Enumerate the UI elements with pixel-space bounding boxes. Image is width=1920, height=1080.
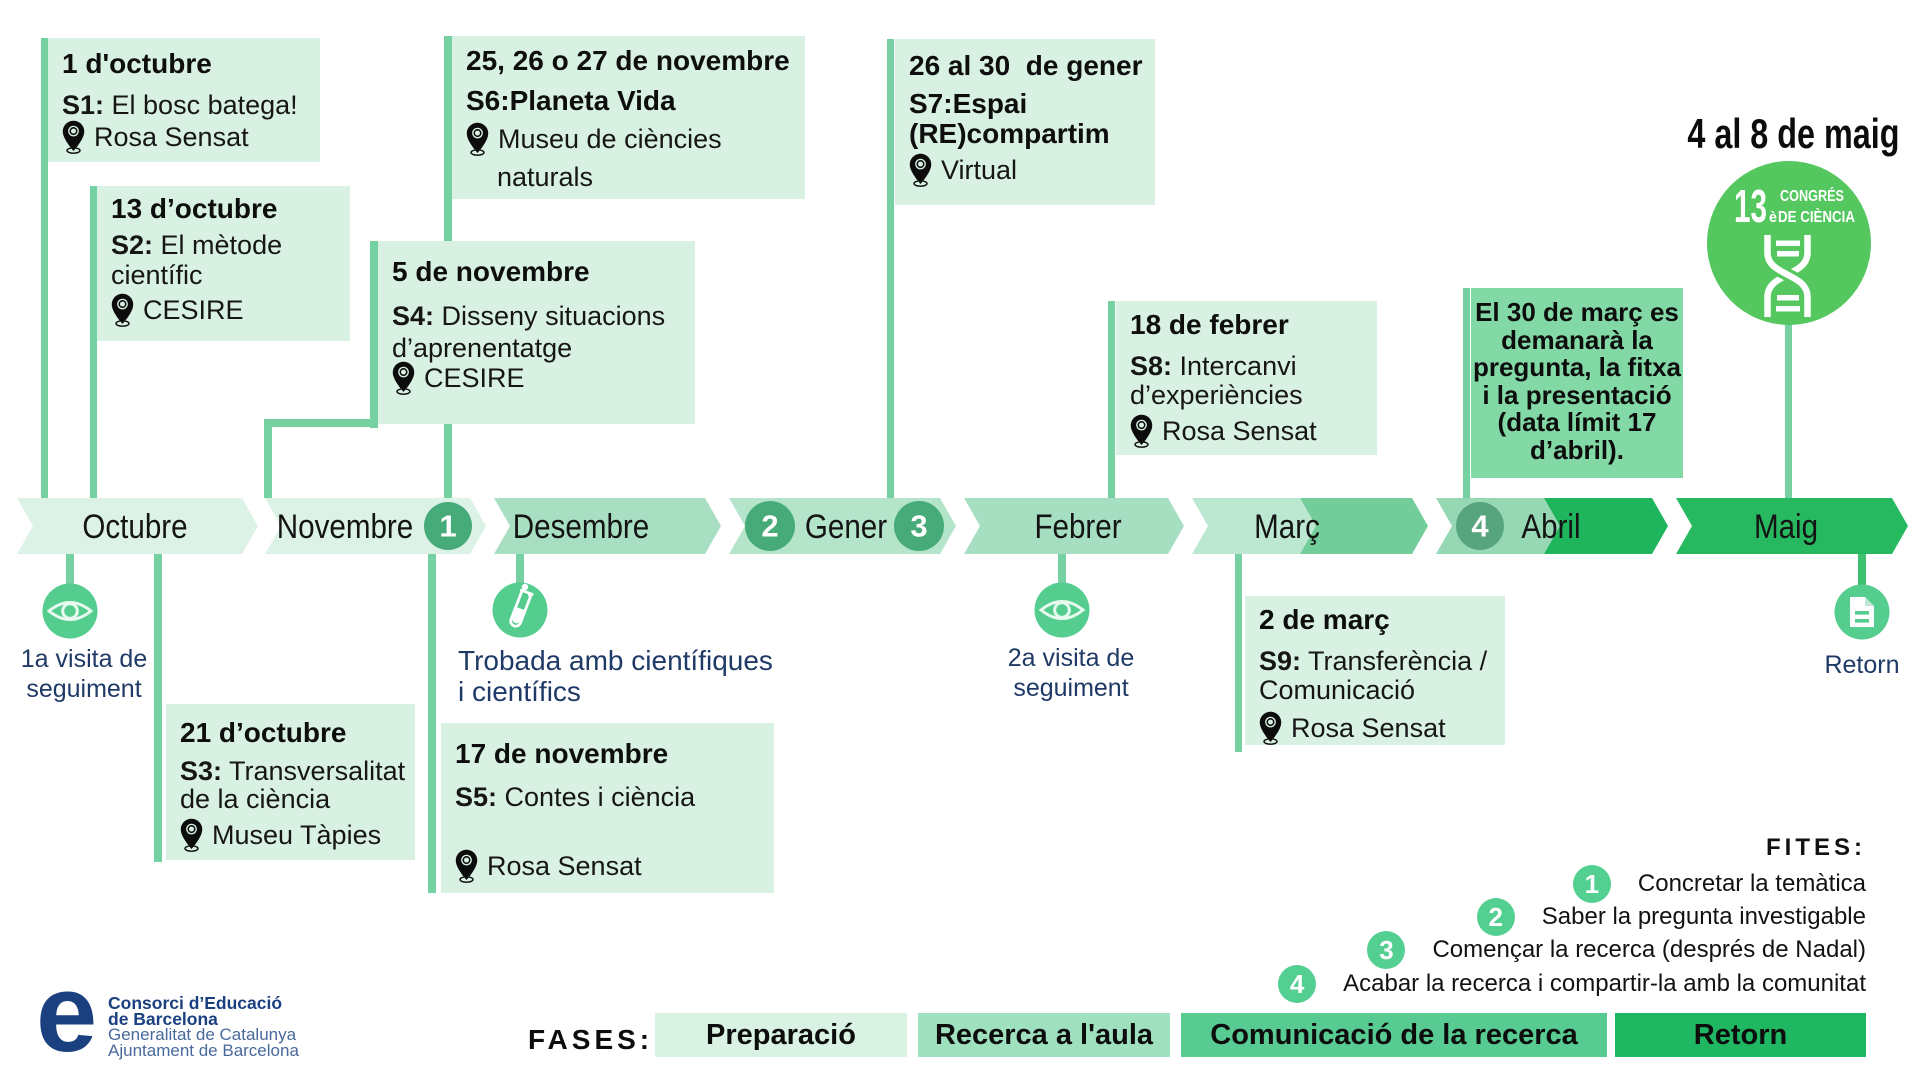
svg-text:13: 13	[1734, 180, 1767, 232]
svg-text:è: è	[1769, 209, 1777, 226]
svg-text:3: 3	[910, 509, 927, 544]
svg-text:1: 1	[439, 509, 456, 544]
svg-text:CONGRÉS: CONGRÉS	[1780, 186, 1844, 205]
svg-text:DE CIÈNCIA: DE CIÈNCIA	[1778, 207, 1855, 226]
svg-text:4: 4	[1471, 509, 1489, 544]
svg-text:2: 2	[761, 509, 778, 544]
